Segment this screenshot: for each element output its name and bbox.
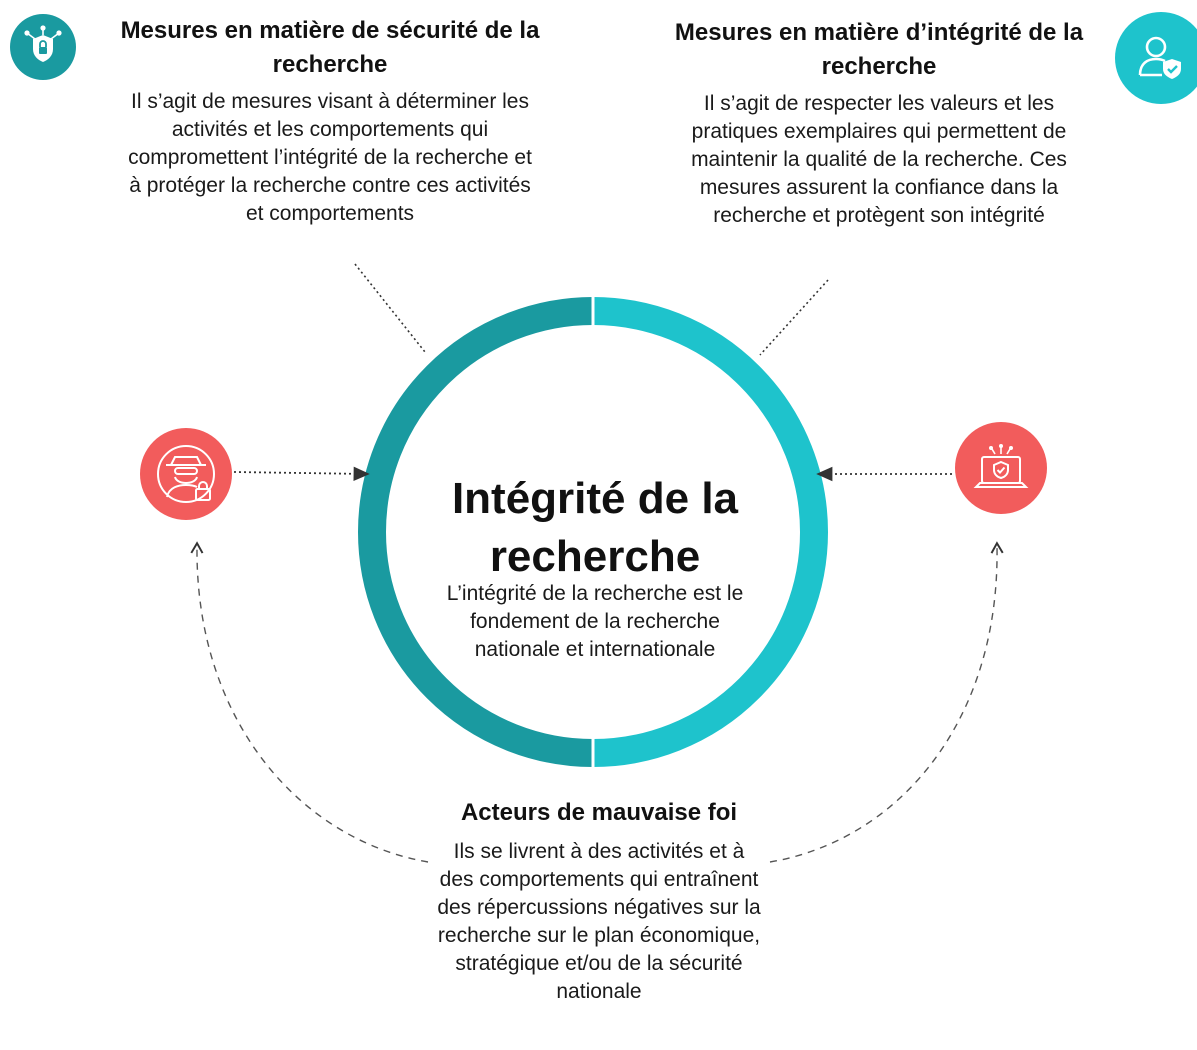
bad-actors-body: Ils se livrent à des activités et à des … <box>437 840 761 1003</box>
bad-actors-title: Acteurs de mauvaise foi <box>460 799 738 826</box>
spy-lock-icon <box>140 428 232 520</box>
ring-right-half <box>592 297 828 767</box>
left-threat-arrow <box>233 466 370 481</box>
ring-left-half <box>358 297 594 767</box>
security-connector <box>354 263 426 353</box>
integrity-connector <box>759 279 829 356</box>
integrity-measures-title: Mesures en matière d’intégrité de la rec… <box>674 19 1084 80</box>
security-measures-title: Mesures en matière de sécurité de la rec… <box>120 17 540 78</box>
integrity-measures-block: Mesures en matière d’intégrité de la rec… <box>648 16 1110 230</box>
user-shield-icon <box>1115 12 1197 104</box>
bad-actors-block: Acteurs de mauvaise foi Ils se livrent à… <box>428 796 770 1006</box>
security-measures-body: Il s’agit de mesures visant à déterminer… <box>128 90 532 225</box>
integrity-measures-body: Il s’agit de respecter les valeurs et le… <box>691 92 1067 227</box>
center-body: L’intégrité de la recherche est le fonde… <box>446 582 744 661</box>
security-measures-block: Mesures en matière de sécurité de la rec… <box>105 14 555 228</box>
left-dashed-curve <box>190 541 429 863</box>
right-dashed-curve <box>769 541 1004 863</box>
shield-lock-network-icon <box>10 14 76 80</box>
laptop-shield-icon <box>955 422 1047 514</box>
center-title: Intégrité de la recherche <box>451 474 739 581</box>
